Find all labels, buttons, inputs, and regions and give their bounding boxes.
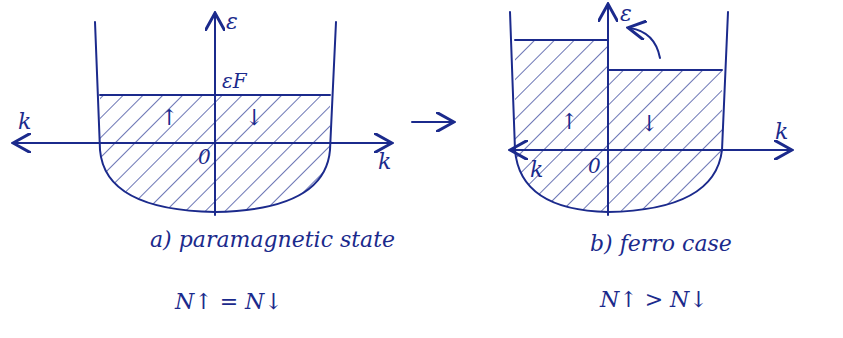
- spin-down: ↓: [640, 112, 658, 136]
- spin-up: ↑: [560, 110, 578, 134]
- k-label: k: [378, 150, 391, 174]
- k-label: k: [530, 158, 543, 182]
- spin-relation: N↑ = N↓: [175, 290, 283, 314]
- axis-label: ε: [620, 2, 632, 26]
- spin-up: ↑: [160, 106, 178, 130]
- k-label: k: [775, 120, 788, 144]
- state-caption: a) paramagnetic state: [150, 228, 395, 252]
- k-label: k: [18, 110, 31, 134]
- fermi-label: εF: [222, 70, 247, 92]
- spin-relation: N↑ > N↓: [600, 288, 708, 312]
- origin-label: 0: [588, 155, 601, 177]
- axis-label: ε: [226, 10, 238, 34]
- state-caption: b) ferro case: [590, 232, 732, 256]
- origin-label: 0: [198, 146, 211, 168]
- spin-down: ↓: [245, 106, 263, 130]
